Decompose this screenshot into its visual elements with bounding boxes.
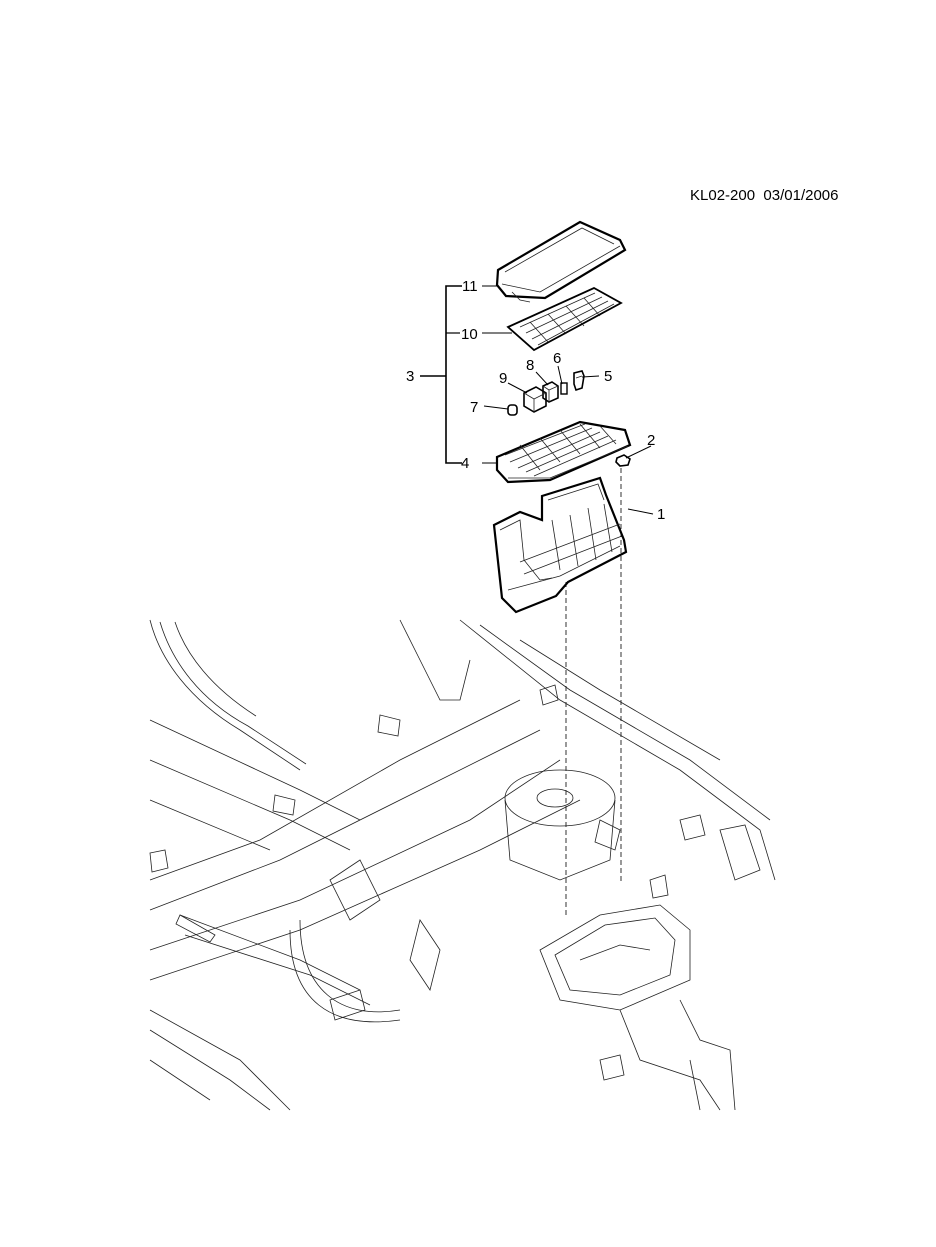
callout-3: 3 <box>406 368 414 385</box>
large-fuse <box>573 370 585 392</box>
clip <box>615 454 631 467</box>
callout-2: 2 <box>647 432 655 449</box>
fuse-block <box>495 420 632 484</box>
fuse-block-bracket <box>492 476 628 614</box>
callout-5: 5 <box>604 368 612 385</box>
drawing-header: KL02-200 03/01/2006 <box>690 187 838 204</box>
vehicle-body-structure <box>149 619 776 1111</box>
fuse-label <box>506 286 623 352</box>
micro-relay <box>542 381 559 403</box>
diode <box>507 404 518 416</box>
callout-7: 7 <box>470 399 478 416</box>
assembly-bracket <box>420 285 462 464</box>
callout-11: 11 <box>462 278 478 295</box>
callout-9: 9 <box>499 370 507 387</box>
mini-relay <box>523 386 547 413</box>
drawing-code: KL02-200 <box>690 187 756 204</box>
fuse-block-cover <box>495 220 627 303</box>
callout-labels: 11 10 3 4 5 6 7 8 9 2 1 <box>406 278 665 523</box>
callout-4: 4 <box>461 455 469 472</box>
mini-fuse <box>560 382 568 395</box>
callout-8: 8 <box>526 357 534 374</box>
callout-10: 10 <box>461 326 478 343</box>
callout-1: 1 <box>657 506 665 523</box>
callout-6: 6 <box>553 350 561 367</box>
leader-lines <box>482 285 654 515</box>
alignment-lines <box>565 468 622 918</box>
drawing-date: 03/01/2006 <box>763 187 839 204</box>
